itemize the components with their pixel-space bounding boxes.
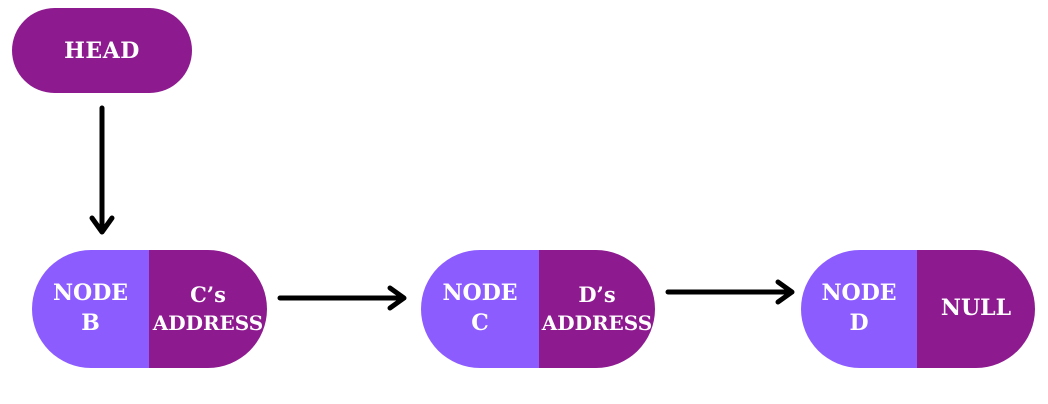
node-b-data: NODE B bbox=[32, 250, 149, 368]
head-label: HEAD bbox=[64, 37, 140, 64]
node-b-label: NODE bbox=[52, 280, 129, 307]
node-b-next-target: C’s bbox=[190, 282, 226, 308]
node-d-null: NULL bbox=[940, 295, 1012, 322]
node-b-letter: B bbox=[81, 310, 100, 336]
node-c-next: D’s ADDRESS bbox=[539, 250, 655, 368]
node-c-letter: C bbox=[471, 310, 489, 336]
arrow-b-to-c bbox=[277, 285, 407, 311]
node-b: NODE B C’s ADDRESS bbox=[32, 250, 267, 368]
head-pointer: HEAD bbox=[12, 8, 192, 93]
node-d-data: NODE D bbox=[801, 250, 917, 368]
node-c-next-target: D’s bbox=[578, 282, 616, 308]
arrow-head-to-b bbox=[89, 105, 115, 235]
node-b-next: C’s ADDRESS bbox=[149, 250, 267, 368]
node-b-next-address: ADDRESS bbox=[152, 310, 264, 335]
node-c-data: NODE C bbox=[421, 250, 539, 368]
node-d-next: NULL bbox=[917, 250, 1035, 368]
node-d: NODE D NULL bbox=[801, 250, 1035, 368]
arrow-c-to-d bbox=[665, 279, 795, 305]
node-c-label: NODE bbox=[442, 280, 518, 307]
node-d-label: NODE bbox=[821, 280, 897, 307]
node-d-letter: D bbox=[849, 310, 869, 336]
node-c-next-address: ADDRESS bbox=[541, 310, 653, 335]
node-c: NODE C D’s ADDRESS bbox=[421, 250, 655, 368]
